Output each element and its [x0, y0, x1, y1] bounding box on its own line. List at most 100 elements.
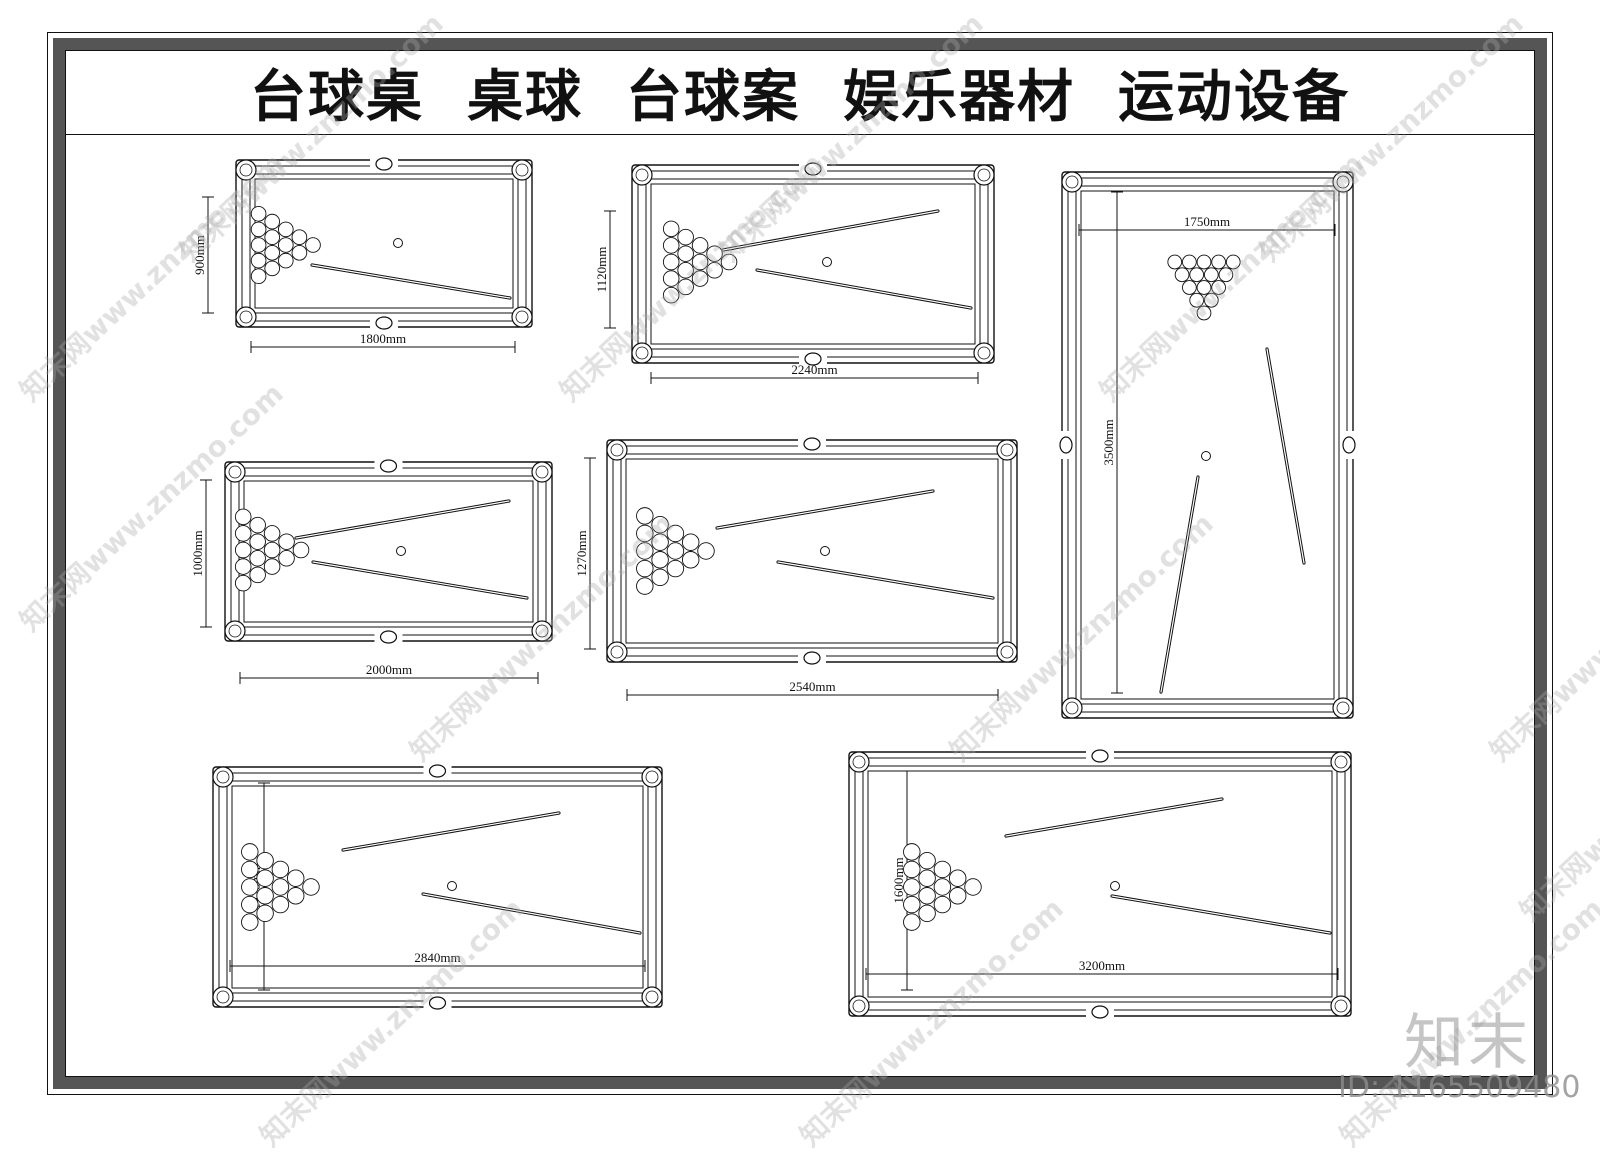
corner-pocket-inner [977, 168, 991, 182]
rack-ball [720, 253, 738, 271]
middle-pocket [428, 764, 447, 778]
rack-ball [241, 895, 259, 914]
rack-ball [302, 878, 320, 896]
corner-pocket-inner [1065, 701, 1079, 715]
corner-pocket-inner [535, 465, 549, 479]
rack-ball [697, 542, 715, 560]
corner-pocket [996, 641, 1018, 663]
rack-ball [903, 878, 921, 896]
rack-ball [305, 237, 321, 253]
rack-ball [264, 260, 281, 277]
width-label: 1750mm [1184, 214, 1230, 229]
corner-pocket-inner [515, 163, 529, 177]
rack-ball [1218, 267, 1234, 283]
rack-ball [241, 843, 259, 861]
table-bed [1080, 190, 1335, 700]
inner-frame [65, 50, 1535, 1077]
table-2840: 2840mm1420mm [212, 764, 663, 1010]
cue-ball [1201, 451, 1211, 461]
corner-pocket [606, 641, 628, 663]
rack-ball [241, 913, 259, 931]
table-cushion [620, 453, 1004, 649]
rack-ball [651, 568, 669, 587]
rack-ball [651, 551, 669, 569]
rack-ball [1196, 280, 1212, 295]
rack-ball [691, 237, 709, 254]
rack-ball [256, 851, 274, 870]
cue-stick-highlight [312, 561, 528, 599]
middle-pocket [804, 352, 822, 366]
rack-ball [677, 228, 694, 246]
corner-pocket-inner [1334, 999, 1348, 1013]
rack-ball [291, 229, 308, 246]
corner-pocket-inner [1065, 175, 1079, 189]
rack-ball [1211, 254, 1226, 270]
rack-ball [271, 895, 290, 914]
rack-ball [903, 843, 921, 861]
rack-ball [1167, 254, 1183, 270]
rack-ball [271, 878, 290, 896]
corner-pocket-inner [610, 645, 624, 659]
cue-stick-highlight [1266, 348, 1305, 564]
middle-pocket [803, 437, 821, 451]
corner-pocket [848, 995, 870, 1017]
rack-ball [1182, 254, 1197, 270]
rack-ball [263, 541, 281, 559]
rack-ball [636, 507, 654, 525]
corner-pocket-inner [1334, 755, 1348, 769]
drawing-border [53, 38, 1547, 1089]
outer-frame [47, 32, 1553, 1095]
rack-ball [706, 262, 723, 279]
corner-pocket [996, 439, 1018, 461]
cue-stick-highlight [342, 812, 560, 851]
cue-stick-highlight [777, 561, 994, 599]
corner-pocket-inner [515, 310, 529, 324]
rack-ball [918, 851, 936, 870]
rack-ball [263, 525, 281, 542]
corner-pocket [641, 766, 663, 788]
cue-ball [393, 238, 403, 248]
rack-ball [651, 533, 669, 551]
rack-ball [250, 237, 267, 253]
rack-ball [933, 878, 952, 896]
height-label: 3500mm [1101, 419, 1116, 465]
rack-ball [256, 904, 274, 923]
corner-pocket [511, 159, 533, 181]
corner-pocket [224, 461, 246, 483]
cue-ball [1110, 881, 1120, 891]
corner-pocket-inner [852, 999, 866, 1013]
corner-pocket [531, 461, 553, 483]
middle-pocket [379, 459, 398, 473]
rack-ball [1189, 292, 1205, 308]
rack-ball [250, 205, 267, 222]
table-bed [625, 458, 999, 644]
cue-stick-highlight [422, 893, 641, 934]
height-label: 1270mm [574, 530, 589, 576]
rack-ball [249, 516, 266, 534]
corner-pocket [235, 159, 257, 181]
rack-ball [636, 577, 654, 595]
width-label: 2000mm [366, 662, 412, 677]
table-cushion [226, 780, 649, 994]
corner-pocket-inner [1000, 645, 1014, 659]
rack-ball [256, 887, 274, 905]
middle-pocket [375, 157, 393, 171]
page-title: 台球桌 桌球 台球案 娱乐器材 运动设备 [250, 64, 1350, 130]
corner-pocket-inner [228, 465, 242, 479]
rack-ball [651, 515, 669, 534]
rack-ball [286, 887, 305, 905]
corner-pocket-inner [610, 443, 624, 457]
rack-ball [241, 860, 259, 879]
middle-pocket [428, 996, 447, 1010]
rack-ball [234, 558, 252, 575]
corner-pocket [973, 164, 995, 186]
rack-ball [1189, 267, 1205, 283]
rack-ball [291, 244, 308, 261]
middle-pocket [1342, 436, 1356, 454]
rack-ball [1174, 267, 1190, 283]
rack-ball [691, 270, 709, 287]
rack-ball [636, 559, 654, 578]
corner-pocket [848, 751, 870, 773]
rack-ball [256, 869, 274, 887]
